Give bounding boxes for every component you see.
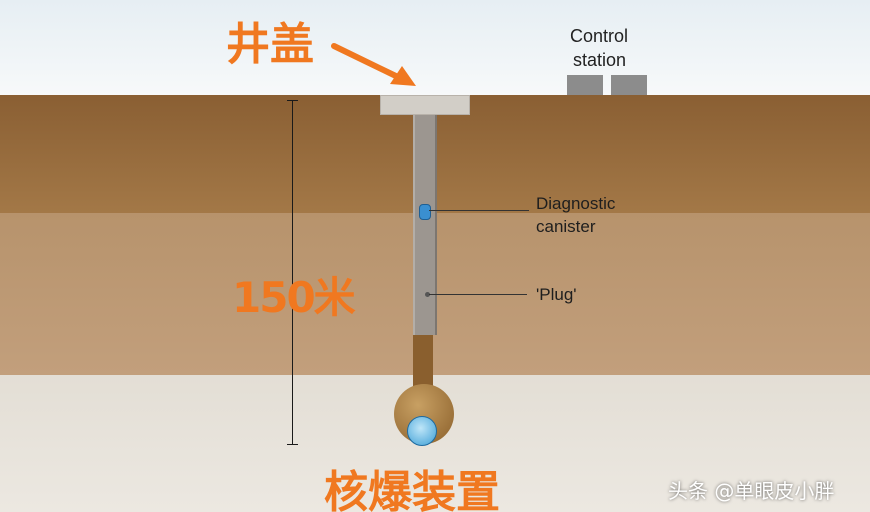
control-station-label-line2: station — [573, 50, 627, 70]
plug-marker — [425, 292, 430, 297]
control-station-box — [567, 75, 603, 95]
well-cap-label: 井盖 — [226, 19, 314, 70]
arrow-down-right-icon — [331, 43, 416, 86]
well-cap-slab — [380, 95, 470, 115]
plug-leader-line — [429, 294, 527, 295]
sky-background — [0, 0, 870, 95]
watermark: 头条 @单眼皮小胖 — [668, 479, 835, 503]
depth-label: 150米 — [232, 273, 356, 322]
diagnostic-leader-line — [429, 210, 529, 211]
control-station-box — [611, 75, 647, 95]
nuclear-device-label: 核爆装置 — [324, 467, 500, 512]
control-station-label-line1: Control — [570, 26, 629, 46]
depth-dimension-cap-top — [287, 100, 298, 101]
nuclear-device — [407, 416, 437, 446]
diagnostic-canister — [419, 204, 431, 220]
depth-dimension-cap-bottom — [287, 444, 298, 445]
diagnostic-canister-label-line2: canister — [536, 217, 596, 236]
plug-label: 'Plug' — [536, 285, 577, 304]
depth-dimension-line — [292, 100, 293, 444]
diagnostic-canister-label-line1: Diagnostic — [536, 194, 616, 213]
borehole-backfill — [413, 335, 433, 395]
